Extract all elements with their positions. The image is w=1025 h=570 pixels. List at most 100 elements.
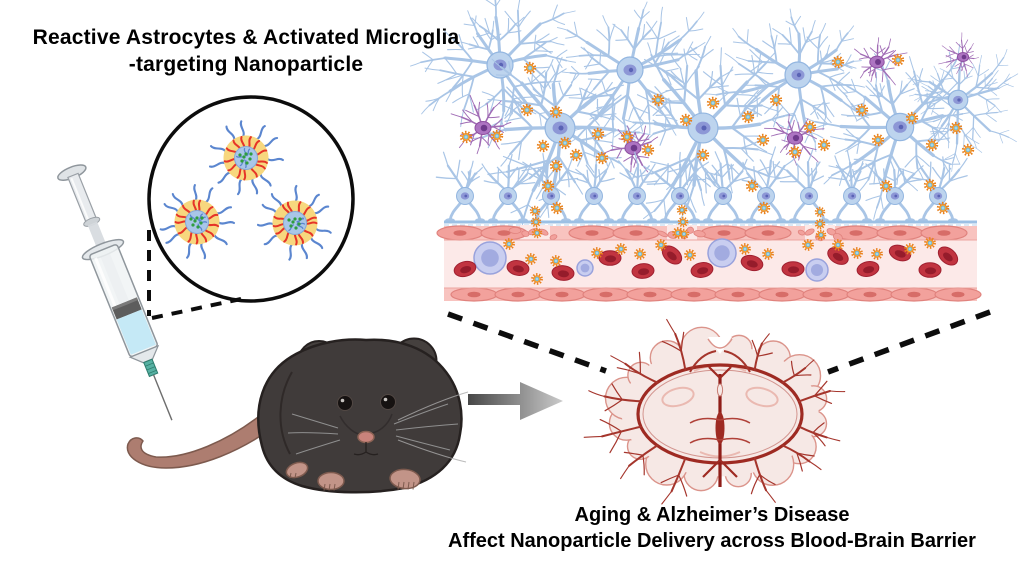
nanoparticle-icon [871, 248, 883, 260]
micelle-nanoparticle [159, 184, 236, 260]
nanoparticle-icon [541, 179, 555, 193]
nanoparticle-icon [756, 133, 770, 147]
nanoparticle-icon [549, 159, 563, 173]
astrocyte [556, 1, 706, 151]
nanoparticle-icon [851, 247, 863, 259]
nanoparticle-icon [520, 103, 534, 117]
nanoparticle-icon [905, 111, 919, 125]
red-blood-cell [551, 265, 575, 281]
nanoparticle-icon [634, 248, 646, 260]
nanoparticle-icon [879, 179, 893, 193]
nanoparticle-icon [923, 178, 937, 192]
mouse-paw [317, 471, 345, 491]
astrocyte-endfoot-cell [574, 152, 615, 223]
nanoparticle-icon [802, 239, 814, 251]
astrocyte-endfoot-cell [865, 160, 924, 223]
nanoparticle-icon [531, 227, 543, 239]
nanoparticle-icon [536, 139, 550, 153]
nanoparticle-icon [550, 255, 562, 267]
red-blood-cell [856, 261, 880, 277]
title-bbb-delivery-line1: Aging & Alzheimer’s Disease [574, 504, 850, 526]
nanoparticle-icon [803, 120, 817, 134]
microglia [450, 94, 512, 155]
nanoparticle-icon [696, 148, 710, 162]
nanoparticle-icon [855, 103, 869, 117]
red-blood-cell [781, 261, 805, 277]
nanoparticle-icon [706, 96, 720, 110]
title-nanoparticle-line2: -targeting Nanoparticle [128, 53, 364, 76]
micelle-nanoparticle [208, 120, 284, 196]
nanoparticle-icon [531, 273, 543, 285]
mouse-paw [285, 461, 309, 479]
astrocyte-endfoot-cell [828, 149, 872, 223]
red-blood-cell [888, 244, 912, 262]
red-blood-cell [453, 260, 477, 278]
nanoparticle-icon [591, 247, 603, 259]
nanoparticle-icon [529, 205, 541, 217]
syringe-illustration [57, 164, 173, 421]
nanoparticle-icon [678, 228, 690, 240]
nanoparticle-icon [595, 151, 609, 165]
red-blood-cell [740, 254, 764, 272]
nanoparticle-icon [641, 143, 655, 157]
nanoparticle-icon [677, 216, 689, 228]
title-bbb-delivery: Aging & Alzheimer’s Disease Affect Nanop… [408, 502, 1016, 554]
nanoparticle-icon [745, 179, 759, 193]
white-blood-cell [576, 259, 594, 277]
nanoparticle-icon [871, 133, 885, 147]
nanoparticle-icon [924, 237, 936, 249]
title-nanoparticle: Reactive Astrocytes & Activated Microgli… [18, 24, 474, 78]
nanoparticle-icon [523, 61, 537, 75]
red-blood-cell [598, 250, 622, 266]
astrocyte-endfoot-cell [435, 151, 485, 223]
mouse-illustration [126, 337, 469, 494]
red-blood-cell [506, 260, 530, 276]
mouse-eye [380, 394, 396, 410]
magnification-connector-left [147, 230, 242, 320]
nanoparticle-icon [817, 138, 831, 152]
nanoparticle-icon [769, 93, 783, 107]
nanoparticle-icon [949, 121, 963, 135]
nanoparticle-icon [961, 143, 975, 157]
white-blood-cell [473, 241, 507, 275]
nanoparticle-icon [550, 201, 564, 215]
nanoparticle-icon [679, 113, 693, 127]
nanoparticle-icon [569, 148, 583, 162]
microglia [938, 32, 979, 78]
nanoparticle-icon [741, 110, 755, 124]
nanoparticle-icon [530, 216, 542, 228]
micelle-nanoparticle [256, 184, 332, 261]
nanoparticle-magnifier [147, 95, 355, 303]
mouse-paw [389, 468, 421, 490]
blood-vessel-illustration [436, 204, 982, 302]
astrocyte [803, 43, 977, 220]
white-blood-cell [805, 258, 829, 282]
nanoparticle-icon [936, 201, 950, 215]
title-nanoparticle-line1: Reactive Astrocytes & Activated Microgli… [32, 26, 460, 49]
nanoparticle-icon [549, 105, 563, 119]
nanoparticle-icon [925, 138, 939, 152]
flow-arrow-icon [468, 382, 563, 420]
red-blood-cell [937, 246, 959, 266]
white-blood-cell [707, 238, 737, 268]
nanoparticle-icon [757, 201, 771, 215]
nanoparticle-icon [891, 53, 905, 67]
red-blood-cell [690, 262, 714, 278]
nanoparticle-icon [676, 204, 688, 216]
mouse-eye [337, 395, 353, 411]
nanoparticle-icon [815, 229, 827, 241]
nanoparticle-icon [525, 253, 537, 265]
astrocyte [470, 56, 651, 233]
nanoparticle-icon [904, 243, 916, 255]
nanoparticle-icon [832, 239, 844, 251]
nanoparticle-icon [503, 238, 515, 250]
red-blood-cell [661, 245, 683, 265]
red-blood-cell [918, 262, 942, 278]
title-bbb-delivery-line2: Affect Nanoparticle Delivery across Bloo… [448, 530, 976, 552]
red-blood-cell [827, 247, 849, 265]
brain-cross-section-illustration [583, 318, 846, 505]
nanoparticle-icon [814, 218, 826, 230]
nanoparticle-icon [459, 130, 473, 144]
